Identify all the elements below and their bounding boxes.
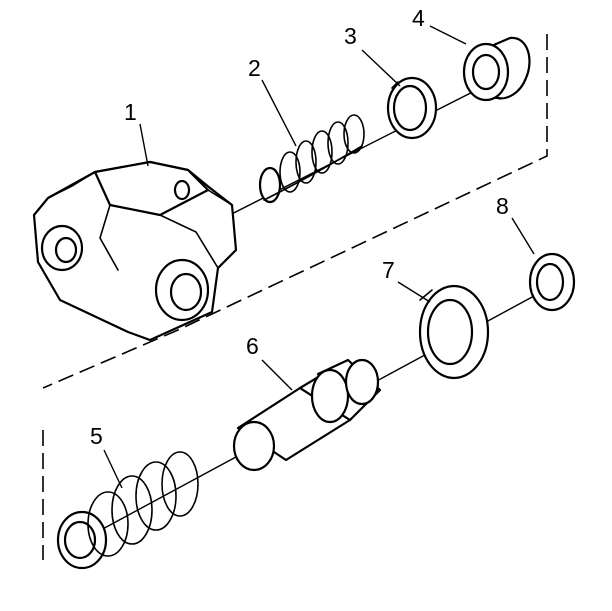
callout-8: 8 [496,193,509,219]
valve-body-housing [32,160,238,342]
lower-spring [56,451,199,570]
washer [528,252,576,312]
callout-1: 1 [124,99,137,125]
callout-7: 7 [382,257,395,283]
leader-line-8 [511,217,535,255]
leader-line-6 [261,359,293,391]
leader-line-3 [361,49,401,87]
callout-3: 3 [344,23,357,49]
callout-5: 5 [90,423,103,449]
spool-valve [232,358,382,472]
lower-snap-ring [418,284,490,380]
upper-spring [258,114,365,204]
callout-2: 2 [248,55,261,81]
callout-6: 6 [246,333,259,359]
valve-plug [462,36,531,102]
upper-snap-ring [386,76,438,140]
callout-4: 4 [412,5,425,31]
leader-line-7 [397,281,431,303]
leader-line-2 [261,79,297,147]
leader-line-5 [103,449,123,489]
leader-line-1 [139,123,149,167]
assembly-path-upper [42,34,548,389]
leader-line-4 [429,25,467,45]
